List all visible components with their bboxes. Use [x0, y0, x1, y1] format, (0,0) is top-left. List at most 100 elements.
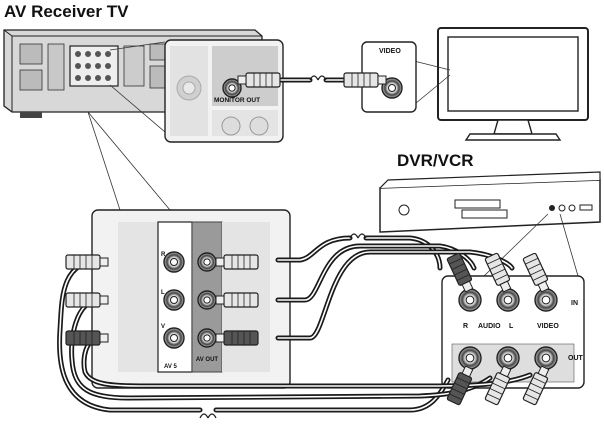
- receiver-avout-video-plug: [215, 330, 259, 346]
- dvr-vcr: [379, 171, 601, 233]
- dvr-out-video-plug-grip-0: [525, 393, 539, 401]
- dvr-out-video-plug-grip-1: [527, 388, 541, 395]
- dvr-out-label: OUT: [568, 355, 583, 362]
- receiver-av5-l-plug-tip: [99, 295, 109, 305]
- receiver-jack-l-label: L: [161, 290, 165, 296]
- dvr-out-l-jack: [496, 346, 520, 370]
- dvr-in-r-jack: [458, 288, 482, 312]
- receiver-avout-video-jack: [197, 328, 217, 348]
- dvr-in-r-plug-tip: [461, 280, 474, 293]
- cable-break-marks: [199, 75, 367, 419]
- dvr-in-r-plug-grip-3: [456, 274, 470, 281]
- tv: [437, 27, 589, 141]
- receiver-av5-video-jack-pin: [170, 334, 178, 342]
- receiver-av5-l-plug: [65, 292, 109, 308]
- title-av-receiver-tv: AV Receiver TV: [4, 2, 129, 21]
- dvr-in-r-plug-grip-0: [449, 257, 463, 265]
- av-out-label: AV OUT: [195, 357, 219, 363]
- jacks: [163, 77, 558, 370]
- dvr-in-video-plug-grip-0: [525, 257, 539, 265]
- dvr-in-l-jack-pin: [503, 295, 513, 305]
- dvr-in-l-plug: [484, 252, 512, 293]
- dvr-out-l-plug-grip-1: [489, 388, 503, 395]
- receiver-av5-l-jack-pin: [170, 296, 178, 304]
- receiver-avout-r-jack-pin: [203, 258, 211, 266]
- dvr-in-l-plug-tip: [499, 280, 512, 293]
- receiver-jack-r-label: R: [161, 252, 166, 258]
- dvr-in-r-jack-pin: [465, 295, 475, 305]
- receiver-avout-r-plug-body: [223, 254, 259, 270]
- dvr-out-r-plug-grip-1: [451, 388, 465, 395]
- dvr-in-l-plug-grip-0: [487, 257, 501, 265]
- dvr-out-video-plug-tip: [537, 365, 550, 378]
- receiver-av5-video-plug-tip: [99, 333, 109, 343]
- dvr-in-video-jack-pin: [541, 295, 551, 305]
- dvr-in-video-plug-grip-1: [527, 263, 541, 270]
- plugs: [65, 72, 550, 406]
- receiver-jack-v-label: V: [161, 324, 166, 330]
- dvr-out-l-plug-grip-0: [487, 393, 501, 401]
- dvr-out-r-plug-grip-2: [454, 382, 468, 390]
- monitor-out-plug: [237, 72, 281, 88]
- monitor-out-plug-tip: [237, 75, 247, 85]
- receiver-av-zoom-panel: [87, 111, 291, 389]
- dvr-out-video-jack: [534, 346, 558, 370]
- receiver-avout-r-jack: [197, 252, 217, 272]
- monitor-out-jack: [222, 78, 242, 98]
- receiver-av5-video-plug: [65, 330, 109, 346]
- dvr-out-l-plug-grip-2: [492, 382, 506, 390]
- dvr-out-l-jack-pin: [503, 353, 513, 363]
- receiver-av5-video-jack: [163, 327, 185, 349]
- tv-video-plug-body: [343, 72, 379, 88]
- receiver-avout-l-plug-tip: [215, 295, 225, 305]
- dvr-in-video-plug-grip-2: [530, 268, 544, 276]
- receiver-avout-video-jack-pin: [203, 334, 211, 342]
- monitor-out-jack-pin: [228, 84, 236, 92]
- receiver-avout-video-plug-tip: [215, 333, 225, 343]
- tv-video-plug: [343, 72, 387, 88]
- dvr-in-r-plug: [446, 252, 474, 293]
- dvr-out-r-plug-grip-3: [456, 377, 470, 384]
- tv-video-plug-tip: [377, 75, 387, 85]
- receiver-av5-r-plug-body: [65, 254, 101, 270]
- dvr-out-r-plug-grip-0: [449, 393, 463, 401]
- tv-video-jack-pin: [388, 84, 396, 92]
- tv-video-label: VIDEO: [379, 48, 401, 55]
- dvr-out-video-plug: [522, 365, 550, 406]
- dvr-out-r-jack-pin: [465, 353, 475, 363]
- tv-video-in-zoom: [361, 41, 451, 113]
- dvr-in-l-plug-grip-2: [492, 268, 506, 276]
- monitor-out-label: MONITOR OUT: [214, 97, 261, 104]
- dvr-in-video-plug-tip: [537, 280, 550, 293]
- receiver-avout-r-plug-tip: [215, 257, 225, 267]
- dvr-audio-label: AUDIO: [478, 323, 501, 330]
- dvr-in-video-jack: [534, 288, 558, 312]
- receiver-avout-video-plug-body: [223, 330, 259, 346]
- receiver-av5-r-plug: [65, 254, 109, 270]
- receiver-av5-r-jack: [163, 251, 185, 273]
- dvr-out-r-plug-tip: [461, 365, 474, 378]
- dvr-out-video-plug-grip-2: [530, 382, 544, 390]
- dvr-in-l-jack: [496, 288, 520, 312]
- dvr-out-r-jack: [458, 346, 482, 370]
- dvr-in-l-plug-grip-1: [489, 263, 503, 270]
- dvr-in-label: IN: [571, 300, 578, 307]
- av5-label: AV 5: [164, 364, 177, 370]
- monitor-out-plug-body: [245, 72, 281, 88]
- receiver-av5-l-jack: [163, 289, 185, 311]
- receiver-avout-l-plug-body: [223, 292, 259, 308]
- receiver-avout-r-plug: [215, 254, 259, 270]
- receiver-avout-l-jack-pin: [203, 296, 211, 304]
- receiver-av5-r-jack-pin: [170, 258, 178, 266]
- receiver-avout-l-plug: [215, 292, 259, 308]
- dvr-out-l-plug-tip: [499, 365, 512, 378]
- dvr-video-label: VIDEO: [537, 323, 559, 330]
- dvr-out-video-plug-grip-3: [532, 377, 546, 384]
- cable-highlight-6: [277, 245, 475, 301]
- dvr-in-video-plug: [522, 252, 550, 293]
- receiver-av5-r-plug-tip: [99, 257, 109, 267]
- dvr-out-l-plug: [484, 365, 512, 406]
- receiver-av5-video-plug-body: [65, 330, 101, 346]
- dvr-out-r-plug: [446, 365, 474, 406]
